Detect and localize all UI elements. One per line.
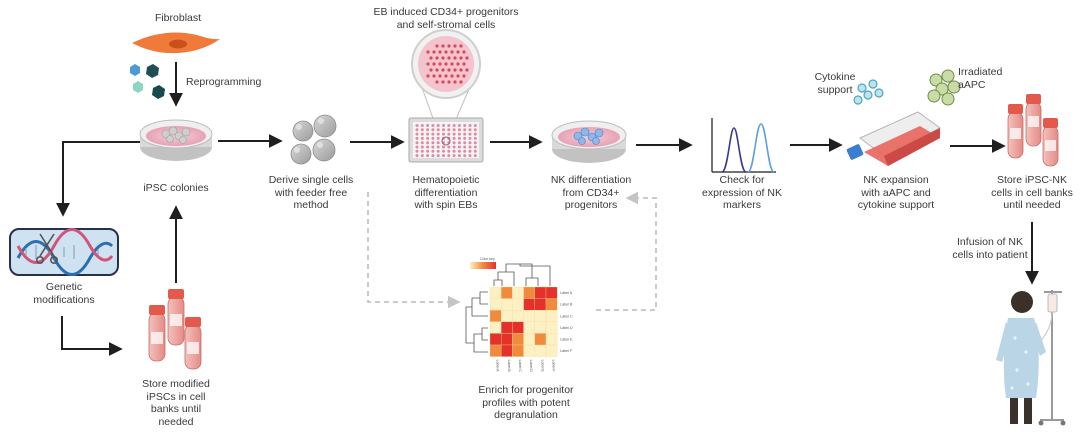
eb-magnified-dish-icon [411,29,481,139]
flow-arrows [56,62,1039,356]
arrow-to-genetic [56,141,140,217]
heatmap-cell [512,321,524,334]
cytokine-icon [853,79,884,105]
heatmap-cell [489,344,502,357]
heatmap-cell [534,298,547,311]
heatmap-cell [523,344,535,357]
heatmap-col-label: Label A [496,360,500,373]
heatmap-row-label: Label D [560,326,573,330]
heatmap-col-label: Label E [540,360,544,373]
label-store-ipsc-nk: Store iPSC-NK cells in cell banks until … [991,174,1073,211]
label-ipsc-colonies: iPSC colonies [143,182,209,194]
heatmap-cell [489,310,502,322]
label-store-modified: Store modified iPSCs in cell banks until… [142,378,210,428]
ipsc-nk-tubes-icon [1007,94,1059,167]
heatmap-cell [545,310,558,322]
aapc-cells-icon [927,69,961,106]
heatmap-cell [489,286,502,299]
heatmap-cell [545,298,558,311]
heatmap-row-label: Label B [560,303,573,307]
single-cells-icon [290,114,337,165]
heatmap-cell [501,344,513,357]
modified-ipsc-tubes-icon [148,289,202,370]
heatmap-cell [545,333,558,346]
nk-differentiation-dish-icon [551,120,627,163]
feedback-arrows [367,191,657,311]
fibroblast-cell-icon [132,32,220,54]
heatmap-cell [534,333,547,346]
label-nk-expansion: NK expansion with aAPC and cytokine supp… [857,174,935,211]
label-derive-single-cells: Derive single cells with feeder free met… [268,174,354,211]
dashed-arrow-to-enrich [367,192,461,309]
heatmap-cell [534,344,547,357]
nk-marker-histogram-icon [711,118,776,173]
label-fibroblast: Fibroblast [154,12,202,24]
heatmap-cell [501,333,513,346]
heatmap-cell [512,286,524,299]
heatmap-cell [534,310,547,322]
heatmap-col-label: Label F [552,360,556,373]
heatmap-col-label: Label C [518,360,522,373]
heatmap-cell [489,321,502,334]
label-nk-differentiation: NK differentiation from CD34+ progenitor… [550,174,632,211]
heatmap-color-key [470,262,496,269]
heatmap-cell [523,286,535,299]
heatmap-cell [501,298,513,311]
genetic-modifications-icon [9,228,119,276]
heatmap-cell [501,321,513,334]
heatmap-cell [501,286,513,299]
heatmap-col-label: Label D [529,360,533,373]
label-eb-induced: EB induced CD34+ progenitors and self-st… [373,6,519,31]
heatmap-cell [512,344,524,357]
patient-infusion-icon [996,290,1066,426]
heatmap-cell [489,333,502,346]
heatmap-row-label: Label A [560,291,573,295]
label-enrich: Enrich for progenitor profiles with pote… [478,384,574,421]
label-cytokine-support: Cytokine support [814,71,856,96]
heatmap-figure: Color key Label A Label B Label C Label D La… [465,257,573,373]
heatmap-cell [512,298,524,311]
reprogramming-factors-icon [130,64,165,99]
heatmap-cell [512,333,524,346]
label-genetic-modifications: Genetic modifications [33,281,95,306]
heatmap-cell [545,321,558,334]
heatmap-cell [501,310,513,322]
heatmap-cell [523,310,535,322]
label-irradiated-aapc: Irradiated aAPC [958,66,1003,91]
heatmap-cell [545,344,558,357]
heatmap-row-label: Label C [560,314,573,318]
dashed-arrow-to-nk-diff [596,191,657,311]
heatmap-color-key-label: Color key [480,257,495,261]
heatmap-row-label: Label E [560,338,573,342]
label-infusion: Infusion of NK cells into patient [952,236,1028,261]
heatmap-cell [523,333,535,346]
heatmap-cell [489,298,502,311]
heatmap-cell [534,321,547,334]
heatmap-cell [523,321,535,334]
culture-flask-icon [846,111,941,166]
ipsc-colonies-dish-icon [139,119,213,161]
heatmap-row-dendrogram [465,291,488,353]
heatmap-cell [534,286,547,299]
heatmap-row-label: Label F [560,349,573,353]
heatmap-cell [523,298,535,311]
heatmap-col-dendrogram [493,263,551,286]
heatmap-col-label: Label B [507,360,511,373]
label-check-nk: Check for expression of NK markers [702,174,782,211]
label-reprogramming: Reprogramming [186,76,262,88]
well-plate-icon [408,117,484,163]
arrow-to-store-modified [61,316,123,356]
label-hematopoietic: Hematopoietic differentiation with spin … [412,174,480,211]
heatmap-cell [512,310,524,322]
heatmap-cell [545,286,558,299]
